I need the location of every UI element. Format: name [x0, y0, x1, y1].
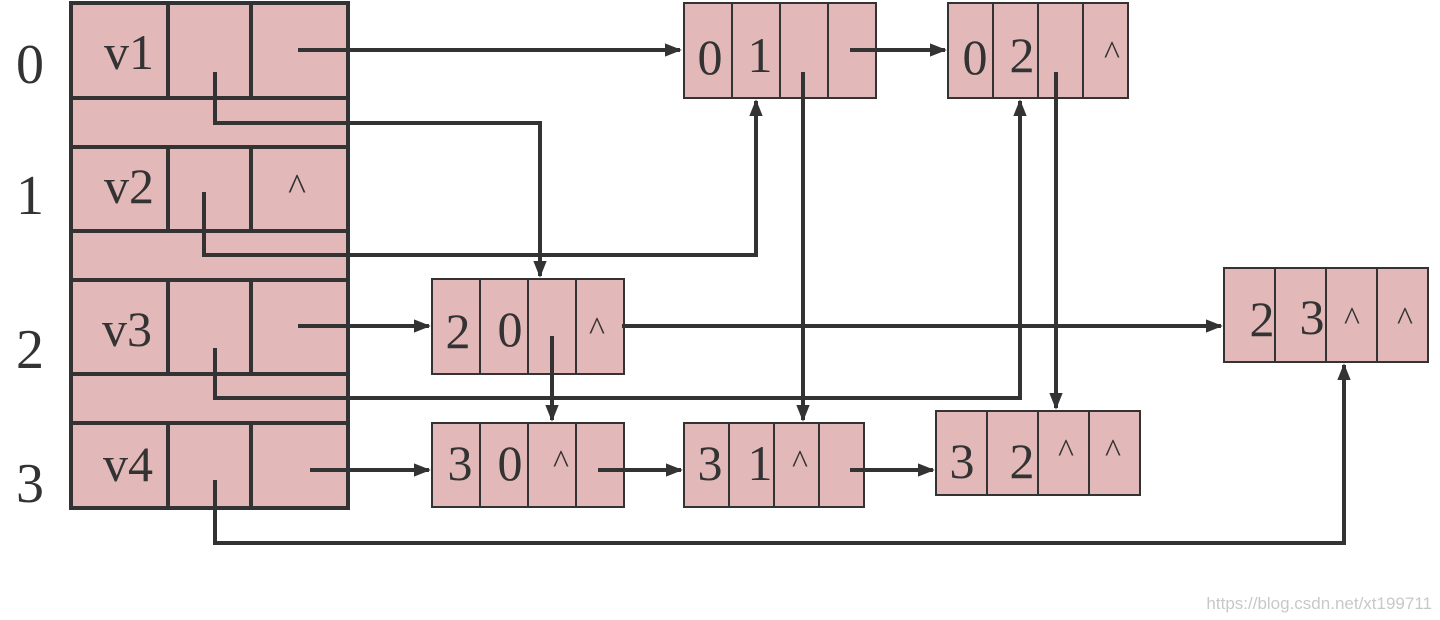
- arc-tlink-null: ^: [1397, 301, 1413, 338]
- vertex-row-v2: v2 ^: [69, 145, 350, 233]
- vertex-firstout-cell: [249, 145, 350, 233]
- arc-hlink-null: ^: [792, 444, 808, 481]
- arc-headvex: 1: [748, 435, 773, 491]
- arc-headvex: 2: [1010, 27, 1035, 83]
- arc-node-3-1: 3 1 ^: [683, 422, 865, 508]
- arc-node-3-0: 3 0 ^: [431, 422, 625, 508]
- arc-hlink-null: ^: [1344, 301, 1360, 338]
- vertex-firstin-cell: [166, 1, 253, 100]
- vertex-firstin-cell: [166, 145, 253, 233]
- arc-tailvex: 2: [1250, 291, 1275, 347]
- vertex-index-1: 1: [16, 165, 44, 227]
- arc-headvex: 3: [1300, 289, 1325, 345]
- arc-headvex: 0: [498, 301, 523, 357]
- vertex-firstin-cell: [166, 421, 253, 510]
- arc-node-2-0: 2 0 ^: [431, 278, 625, 375]
- arc-tailvex: 0: [698, 29, 723, 85]
- watermark: https://blog.csdn.net/xt199711: [1206, 594, 1432, 613]
- vertex-table: 0 1 2 3 v1 v2 ^ v3: [16, 1, 350, 515]
- arc-tailvex: 3: [950, 433, 975, 489]
- vertex-data-label: v1: [104, 24, 154, 80]
- vertex-data-label: v3: [102, 301, 152, 357]
- pointer-arrows: [202, 43, 1351, 545]
- vertex-data-cell: [69, 421, 170, 510]
- vertex-data-label: v4: [103, 436, 153, 492]
- arc-node-3-2: 3 2 ^ ^: [935, 410, 1141, 496]
- arrow-v1-firstin-to-a20: [213, 72, 547, 278]
- arc-tlink-null: ^: [589, 311, 605, 348]
- arc-headvex: 1: [748, 27, 773, 83]
- arc-node-0-1: 0 1: [683, 2, 877, 99]
- arc-tailvex: 3: [698, 435, 723, 491]
- vertex-row-v4: v4: [69, 421, 350, 510]
- vertex-data-cell: [69, 145, 170, 233]
- vertex-firstout-null: ^: [288, 167, 306, 209]
- arc-hlink-null: ^: [1058, 433, 1074, 470]
- vertex-row-v1: v1: [69, 1, 350, 100]
- vertex-index-0: 0: [16, 34, 44, 96]
- arc-headvex: 2: [1010, 433, 1035, 489]
- arrow-v3-firstin-to-a02: [213, 99, 1027, 400]
- arc-tailvex: 0: [963, 29, 988, 85]
- vertex-index-2: 2: [16, 319, 44, 381]
- vertex-index-3: 3: [16, 453, 44, 515]
- vertex-data-cell: [69, 1, 170, 100]
- arc-tailvex: 3: [448, 435, 473, 491]
- arc-tailvex: 2: [446, 303, 471, 359]
- arc-node-0-2: 0 2 ^: [947, 2, 1129, 99]
- vertex-data-label: v2: [104, 158, 154, 214]
- arc-hlink-null: ^: [553, 444, 569, 481]
- arrow-v4-firstin-to-a23: [213, 363, 1351, 545]
- arc-tlink-null: ^: [1105, 433, 1121, 470]
- arc-headvex: 0: [498, 435, 523, 491]
- arrow-v2-firstin-to-a01: [202, 99, 763, 257]
- vertex-firstin-cell: [166, 278, 253, 376]
- arc-tlink-null: ^: [1104, 35, 1120, 72]
- arc-node-2-3: 2 3 ^ ^: [1223, 267, 1429, 363]
- vertex-firstout-cell: [249, 421, 350, 510]
